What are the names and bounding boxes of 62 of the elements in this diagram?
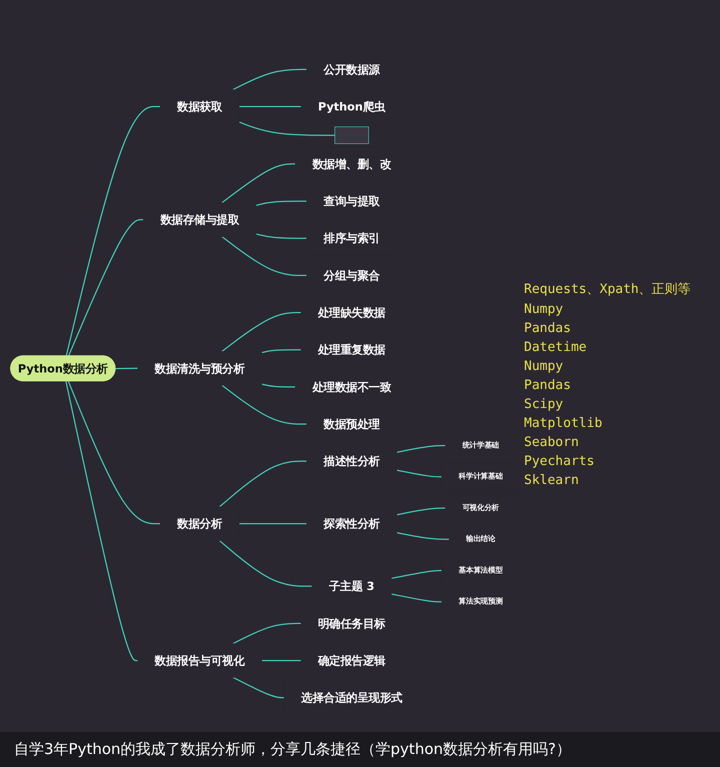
connector <box>262 383 296 388</box>
node-text: 分组与聚合 <box>324 268 380 282</box>
connector <box>66 106 160 356</box>
connector <box>256 200 307 206</box>
connector <box>222 236 307 276</box>
connector <box>219 540 312 587</box>
library-note: Requests、Xpath、正则等 <box>524 280 692 298</box>
library-note: Datetime <box>524 340 588 354</box>
connector <box>222 312 302 352</box>
connector <box>222 163 296 204</box>
connector <box>232 68 307 90</box>
connector <box>391 570 442 579</box>
node-text: 数据报告与可视化 <box>154 654 245 668</box>
connector <box>65 381 138 662</box>
connector <box>391 593 442 602</box>
node-text: 描述性分析 <box>324 454 380 468</box>
node-text: 处理数据不一致 <box>312 380 392 394</box>
library-note: Numpy <box>524 302 564 316</box>
connector <box>239 523 307 524</box>
library-note: Matplotlib <box>524 416 604 430</box>
library-note: Pandas <box>524 378 572 392</box>
connector <box>256 233 307 239</box>
connector <box>396 532 450 540</box>
library-note: Seaborn <box>524 434 580 450</box>
node-text: 数据获取 <box>177 100 222 114</box>
node-text: Python爬虫 <box>318 100 386 114</box>
node-box <box>334 126 369 144</box>
node-text: 探索性分析 <box>324 516 380 530</box>
node-text: 查询与提取 <box>324 194 380 208</box>
library-note: Numpy <box>524 358 564 374</box>
node-text: 数据清洗与预分析 <box>154 362 245 376</box>
connector <box>396 445 446 453</box>
node-text: 数据存储与提取 <box>160 212 240 226</box>
node-text: 数据增、删、改 <box>312 157 392 171</box>
node-text: 公开数据源 <box>324 62 380 76</box>
connector <box>262 349 302 354</box>
library-note: Pyecharts <box>524 454 596 468</box>
node-text: 数据预处理 <box>324 417 380 431</box>
caption: 自学3年Python的我成了数据分析师，分享几条捷径（学python数据分析有用吗?） <box>0 732 720 767</box>
node-text: 处理缺失数据 <box>318 306 386 320</box>
node-text: 数据分析 <box>177 516 222 530</box>
node-text: 子主题 3 <box>328 579 374 593</box>
connector <box>222 384 307 425</box>
node-text: 处理重复数据 <box>318 342 386 356</box>
node-text: 选择合适的呈现形式 <box>301 690 402 704</box>
connector <box>262 660 302 662</box>
library-note: Sklearn <box>524 472 580 488</box>
connector <box>396 508 446 516</box>
connector <box>239 106 302 108</box>
library-note: Pandas <box>524 320 572 336</box>
connector <box>68 381 160 524</box>
connector <box>219 460 307 508</box>
node-text: 排序与索引 <box>324 231 380 245</box>
library-note: Scipy <box>524 396 564 412</box>
connector <box>68 219 144 356</box>
connector <box>238 121 335 136</box>
connector <box>396 470 442 478</box>
node-text: 确定报告逻辑 <box>318 654 386 668</box>
connector <box>232 676 284 698</box>
connector <box>116 368 138 370</box>
node-text: 明确任务目标 <box>318 616 386 630</box>
connector <box>232 622 302 644</box>
